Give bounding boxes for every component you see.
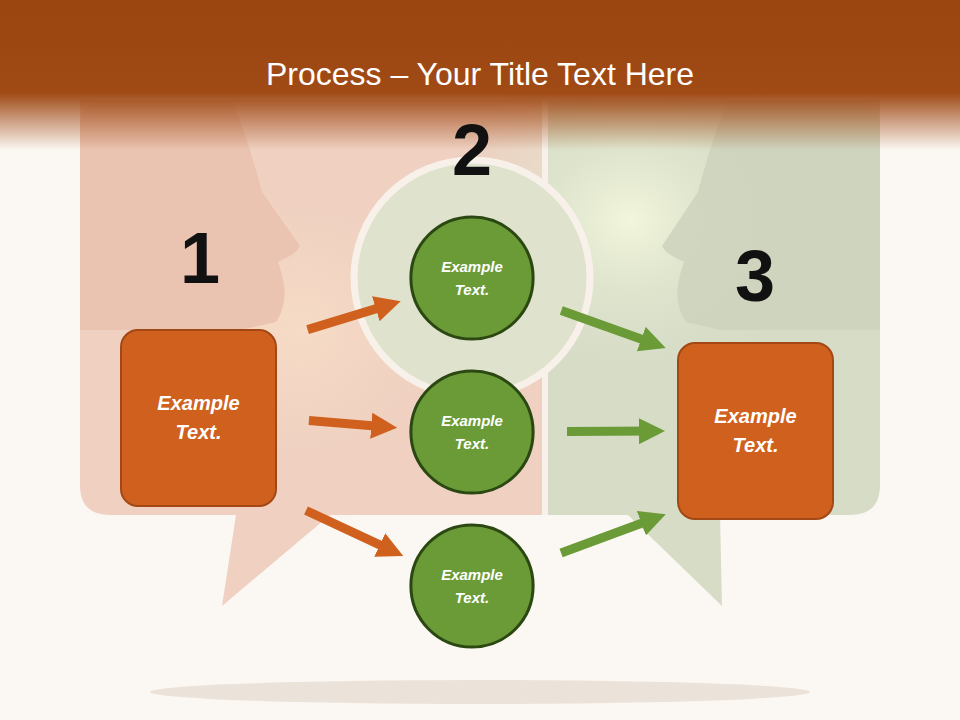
node-text: Example Text.	[432, 409, 512, 455]
node-text: Example Text.	[701, 402, 811, 460]
step-number: 2	[402, 110, 542, 190]
slide-title: Process – Your Title Text Here	[0, 52, 960, 96]
flow-arrow	[306, 511, 394, 552]
circle-outline	[409, 369, 535, 495]
flow-arrow	[308, 304, 392, 330]
process-circle: Example Text.	[409, 369, 535, 495]
flow-arrow	[567, 427, 655, 437]
step-number: 3	[685, 236, 825, 316]
node-text: Example Text.	[432, 563, 512, 609]
floor-shadow	[150, 680, 810, 704]
flow-arrow	[561, 518, 656, 553]
flow-arrow	[561, 310, 656, 344]
circle-outline	[409, 523, 535, 649]
puzzle-knob	[354, 160, 590, 396]
circle-outline	[409, 215, 535, 341]
process-box: Example Text.	[677, 342, 834, 520]
step-number: 1	[130, 218, 270, 298]
process-box: Example Text.	[120, 329, 277, 507]
process-circle: Example Text.	[409, 215, 535, 341]
node-text: Example Text.	[432, 255, 512, 301]
flow-arrow	[309, 421, 387, 427]
process-circle: Example Text.	[409, 523, 535, 649]
node-text: Example Text.	[144, 389, 254, 447]
